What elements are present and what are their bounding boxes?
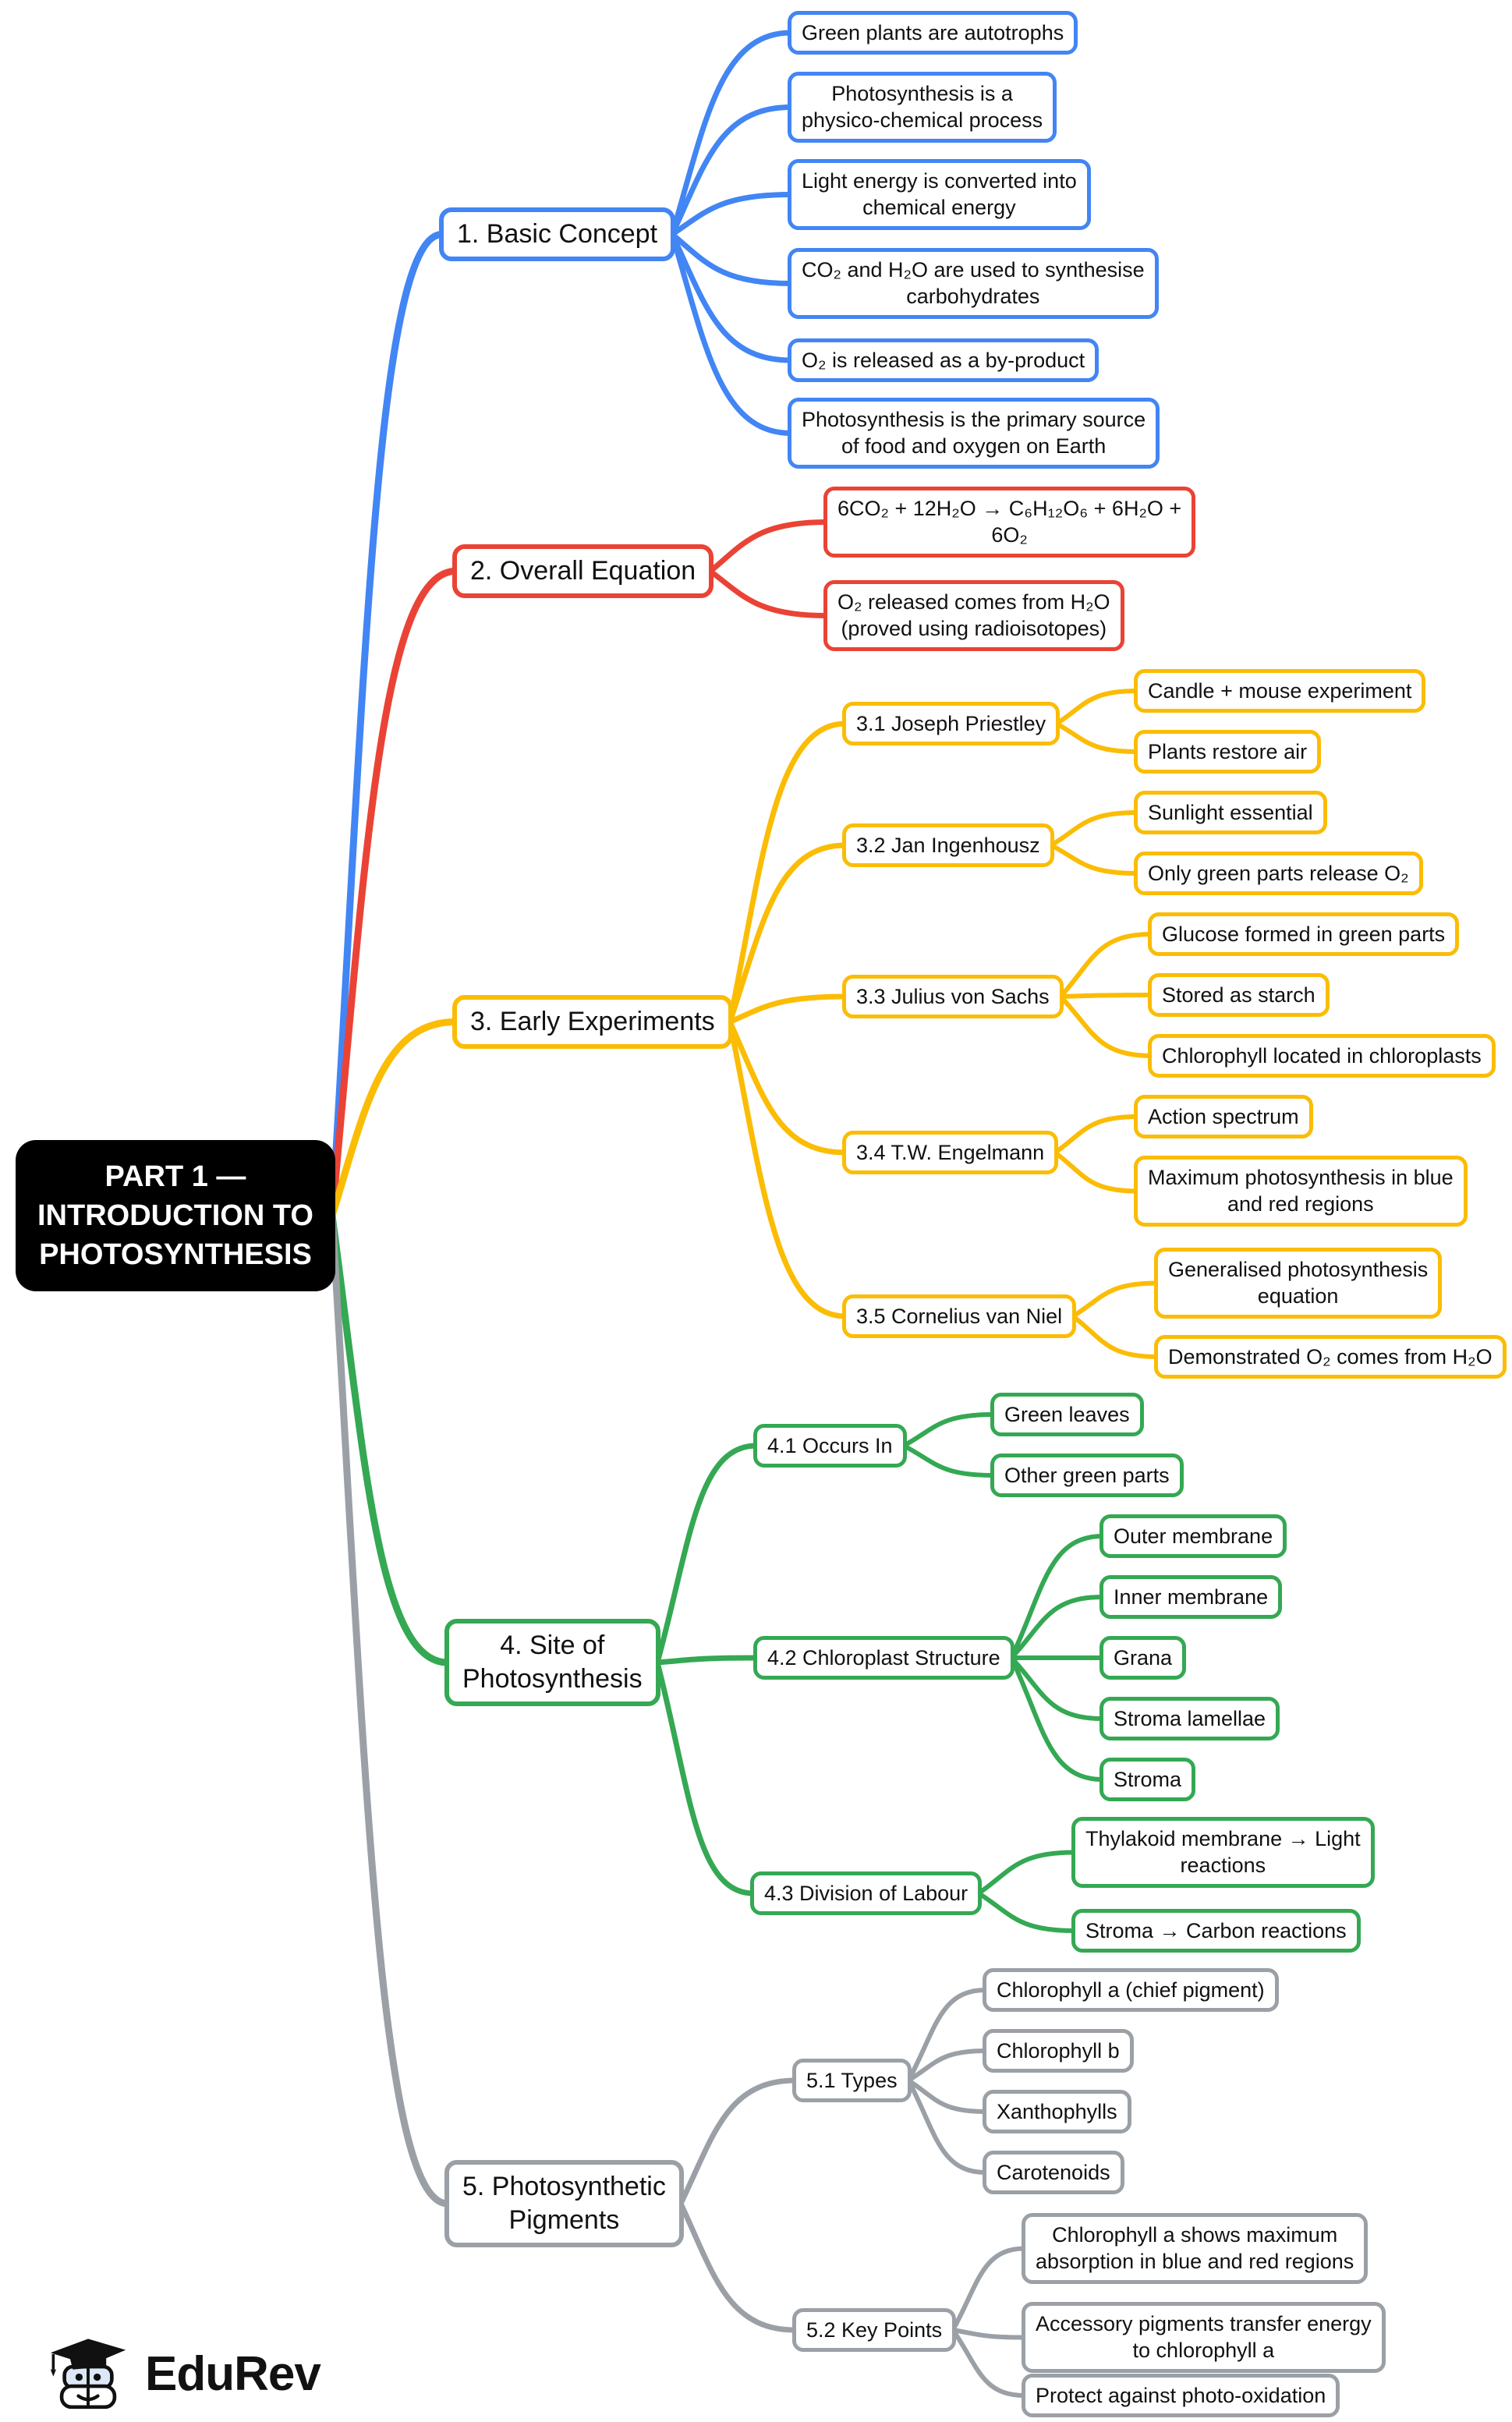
leaf-stroma-carbon-reactions: Stroma → Carbon reactions (1071, 1909, 1361, 1953)
subnode-tw-engelmann: 3.4 T.W. Engelmann (842, 1131, 1059, 1175)
leaf-max-photosynthesis-blue-red: Maximum photosynthesis in blue and red r… (1134, 1156, 1468, 1227)
leaf-o2-byproduct: O₂ is released as a by-product (788, 338, 1099, 383)
subnode-occurs-in: 4.1 Occurs In (753, 1424, 907, 1468)
leaf-primary-source-food-oxygen: Photosynthesis is the primary source of … (788, 398, 1160, 469)
leaf-only-green-parts-release-o2: Only green parts release O₂ (1134, 852, 1423, 896)
leaf-other-green-parts: Other green parts (990, 1454, 1184, 1498)
leaf-light-to-chemical-energy: Light energy is converted into chemical … (788, 159, 1091, 230)
branch-site-of-photosynthesis: 4. Site of Photosynthesis (444, 1619, 660, 1707)
leaf-o2-from-h2o-radioisotopes: O₂ released comes from H₂O (proved using… (823, 580, 1124, 651)
subnode-chloroplast-structure: 4.2 Chloroplast Structure (753, 1636, 1014, 1680)
leaf-outer-membrane: Outer membrane (1099, 1514, 1287, 1559)
leaf-inner-membrane: Inner membrane (1099, 1575, 1283, 1620)
leaf-sunlight-essential: Sunlight essential (1134, 791, 1327, 835)
branch-overall-equation: 2. Overall Equation (452, 544, 714, 599)
leaf-overall-equation-formula: 6CO₂ + 12H₂O → C₆H₁₂O₆ + 6H₂O + 6O₂ (823, 487, 1196, 558)
edurev-logo-text: EduRev (145, 2346, 321, 2401)
subnode-jan-ingenhousz: 3.2 Jan Ingenhousz (842, 823, 1054, 868)
leaf-plants-restore-air: Plants restore air (1134, 730, 1322, 774)
leaf-carotenoids: Carotenoids (983, 2151, 1124, 2195)
leaf-chl-a-max-absorption: Chlorophyll a shows maximum absorption i… (1022, 2213, 1369, 2284)
leaf-action-spectrum: Action spectrum (1134, 1095, 1313, 1139)
subnode-julius-von-sachs: 3.3 Julius von Sachs (842, 975, 1064, 1019)
leaf-glucose-formed-green-parts: Glucose formed in green parts (1148, 912, 1460, 957)
subnode-pigment-types: 5.1 Types (792, 2059, 912, 2103)
leaf-chlorophyll-a-chief: Chlorophyll a (chief pigment) (983, 1968, 1279, 2013)
edurev-mascot-icon (50, 2339, 126, 2410)
leaf-stored-as-starch: Stored as starch (1148, 973, 1330, 1018)
root-node: PART 1 — INTRODUCTION TO PHOTOSYNTHESIS (16, 1140, 335, 1292)
leaf-co2-h2o-synthesise: CO₂ and H₂O are used to synthesise carbo… (788, 248, 1159, 319)
leaf-stroma-lamellae: Stroma lamellae (1099, 1697, 1280, 1741)
edurev-logo: EduRev (45, 2335, 321, 2413)
leaf-protect-photo-oxidation: Protect against photo-oxidation (1022, 2374, 1340, 2418)
subnode-division-of-labour: 4.3 Division of Labour (750, 1871, 983, 1916)
leaf-generalised-equation: Generalised photosynthesis equation (1154, 1248, 1443, 1319)
leaf-grana: Grana (1099, 1636, 1187, 1680)
leaf-xanthophylls: Xanthophylls (983, 2090, 1131, 2134)
leaf-green-leaves: Green leaves (990, 1393, 1144, 1437)
leaf-chlorophyll-b: Chlorophyll b (983, 2029, 1134, 2073)
leaf-candle-mouse-experiment: Candle + mouse experiment (1134, 669, 1426, 713)
leaf-stroma: Stroma (1099, 1758, 1196, 1802)
leaf-demonstrated-o2-from-h2o: Demonstrated O₂ comes from H₂O (1154, 1335, 1507, 1379)
branch-early-experiments: 3. Early Experiments (452, 995, 733, 1050)
leaf-accessory-pigments-transfer: Accessory pigments transfer energy to ch… (1022, 2302, 1386, 2373)
subnode-key-points: 5.2 Key Points (792, 2308, 957, 2353)
leaf-green-plants-autotrophs: Green plants are autotrophs (788, 11, 1078, 55)
leaf-physico-chemical-process: Photosynthesis is a physico-chemical pro… (788, 72, 1057, 143)
leaf-thylakoid-light-reactions: Thylakoid membrane → Light reactions (1071, 1817, 1375, 1888)
leaf-chlorophyll-in-chloroplasts: Chlorophyll located in chloroplasts (1148, 1034, 1496, 1078)
subnode-cornelius-van-niel: 3.5 Cornelius van Niel (842, 1294, 1077, 1339)
branch-photosynthetic-pigments: 5. Photosynthetic Pigments (444, 2160, 684, 2248)
branch-basic-concept: 1. Basic Concept (439, 207, 676, 262)
subnode-joseph-priestley: 3.1 Joseph Priestley (842, 702, 1061, 746)
